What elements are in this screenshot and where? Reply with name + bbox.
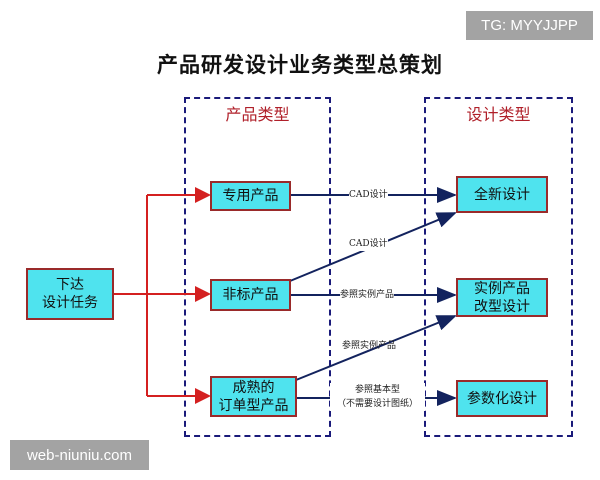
product-node: 专用产品 <box>210 181 291 211</box>
red-trunk <box>113 195 148 396</box>
design-node: 参数化设计 <box>456 380 548 417</box>
product-node: 成熟的 订单型产品 <box>210 376 297 417</box>
design-node: 全新设计 <box>456 176 548 213</box>
edge-label: 参照实例产品 <box>342 341 397 351</box>
blue-arrow <box>295 315 457 381</box>
product-node: 非标产品 <box>210 279 291 311</box>
edge-label: CAD设计 <box>349 237 388 251</box>
design-node: 实例产品 改型设计 <box>456 278 548 317</box>
group-label: 设计类型 <box>466 105 531 124</box>
edge-label: 参照基本型 （不需要设计图纸） <box>330 383 425 411</box>
start-node: 下达 设计任务 <box>26 268 114 320</box>
watermark-top: TG: MYYJJPP <box>466 11 593 40</box>
diagram-title: 产品研发设计业务类型总策划 <box>157 52 443 77</box>
product-types-group: 产品类型 <box>184 97 331 437</box>
group-label: 产品类型 <box>225 105 290 124</box>
edge-label: 参照实例产品 <box>340 288 395 302</box>
edge-label: CAD设计 <box>349 188 388 202</box>
design-types-group: 设计类型 <box>424 97 573 437</box>
watermark-bottom: web-niuniu.com <box>10 440 149 470</box>
